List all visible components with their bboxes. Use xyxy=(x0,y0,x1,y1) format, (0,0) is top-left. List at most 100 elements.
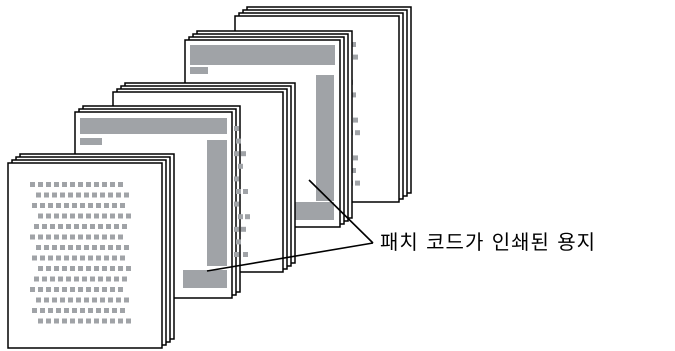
patch-square xyxy=(124,297,129,303)
patch-square xyxy=(86,266,91,271)
patch-square xyxy=(66,276,71,282)
patch-square xyxy=(118,318,123,324)
patch-square xyxy=(62,213,67,219)
patch-square xyxy=(70,234,75,240)
patch-square xyxy=(92,192,97,198)
patch-square xyxy=(46,213,51,219)
patch-square xyxy=(36,297,41,303)
patch-square xyxy=(54,213,59,219)
patch-square xyxy=(62,182,67,187)
patch-square xyxy=(102,182,107,187)
patch-square xyxy=(38,287,43,292)
patch-square xyxy=(52,245,57,250)
patch-square xyxy=(66,224,71,229)
sheet-stack-front xyxy=(7,153,175,349)
patch-square xyxy=(102,287,107,292)
patch-square xyxy=(40,308,45,313)
patch-bar-stub xyxy=(190,67,208,74)
patch-square xyxy=(355,130,360,136)
patch-square xyxy=(60,297,65,303)
patch-square xyxy=(64,255,69,261)
patch-square xyxy=(94,182,99,187)
patch-square xyxy=(234,252,239,257)
patch-square xyxy=(52,192,57,198)
patch-square xyxy=(78,182,83,187)
patch-square xyxy=(84,245,89,250)
patch-square xyxy=(98,224,103,229)
patch-square xyxy=(78,234,83,240)
patch-square xyxy=(351,168,356,173)
patch-square xyxy=(92,245,97,250)
patch-square xyxy=(70,213,75,219)
patch-square xyxy=(110,287,115,292)
patch-square xyxy=(234,151,239,157)
patch-bar-top xyxy=(190,45,335,65)
patch-square xyxy=(72,308,77,313)
patch-square xyxy=(94,234,99,240)
patch-square xyxy=(42,276,47,282)
patch-square xyxy=(38,234,43,240)
patch-square xyxy=(82,276,87,282)
patch-square xyxy=(104,255,109,261)
patch-square xyxy=(114,276,119,282)
patch-square xyxy=(102,318,107,324)
patch-square xyxy=(46,266,51,271)
patch-square xyxy=(124,245,129,250)
patch-square xyxy=(96,255,101,261)
patch-square xyxy=(60,192,65,198)
patch-square xyxy=(58,224,63,229)
patch-square xyxy=(118,287,123,292)
patch-square xyxy=(62,234,67,240)
patch-square xyxy=(68,245,73,250)
patch-square xyxy=(353,54,358,60)
patch-square xyxy=(46,318,51,324)
patch-square xyxy=(52,297,57,303)
patch-square xyxy=(54,318,59,324)
patch-bar-bottom xyxy=(183,270,227,288)
patch-square xyxy=(96,203,101,208)
patch-square xyxy=(94,266,99,271)
patch-bar-top xyxy=(80,118,227,134)
patch-square xyxy=(126,318,131,324)
patch-square xyxy=(38,213,43,219)
patch-square xyxy=(30,234,35,240)
leader-line-lower xyxy=(206,242,374,272)
patch-square xyxy=(80,308,85,313)
patch-square xyxy=(108,245,113,250)
patch-square xyxy=(243,189,248,194)
patch-square xyxy=(114,224,119,229)
patch-square xyxy=(74,224,79,229)
patch-square xyxy=(62,266,67,271)
patch-square xyxy=(245,214,250,220)
patch-square xyxy=(118,266,123,271)
patch-square xyxy=(118,213,123,219)
patch-square xyxy=(100,245,105,250)
patch-square xyxy=(70,266,75,271)
patch-square xyxy=(234,176,239,182)
patch-square xyxy=(100,297,105,303)
patch-square xyxy=(238,163,243,169)
patch-square xyxy=(68,297,73,303)
callout-leader-lines xyxy=(206,179,374,272)
patch-square xyxy=(110,234,115,240)
patch-square xyxy=(40,203,45,208)
patch-square xyxy=(96,308,101,313)
patch-square xyxy=(351,42,356,47)
patch-square xyxy=(84,192,89,198)
patch-square xyxy=(36,192,41,198)
patch-square xyxy=(238,214,243,220)
patch-square xyxy=(32,308,37,313)
patch-square xyxy=(56,203,61,208)
patch-square xyxy=(74,276,79,282)
patch-square xyxy=(106,224,111,229)
patch-square xyxy=(50,276,55,282)
patch-square xyxy=(76,297,81,303)
patch-square xyxy=(38,318,43,324)
patch-square xyxy=(243,252,248,257)
leader-line-upper xyxy=(308,179,374,244)
patch-square xyxy=(56,308,61,313)
patch-square xyxy=(104,203,109,208)
patch-square xyxy=(100,192,105,198)
patch-square xyxy=(94,287,99,292)
